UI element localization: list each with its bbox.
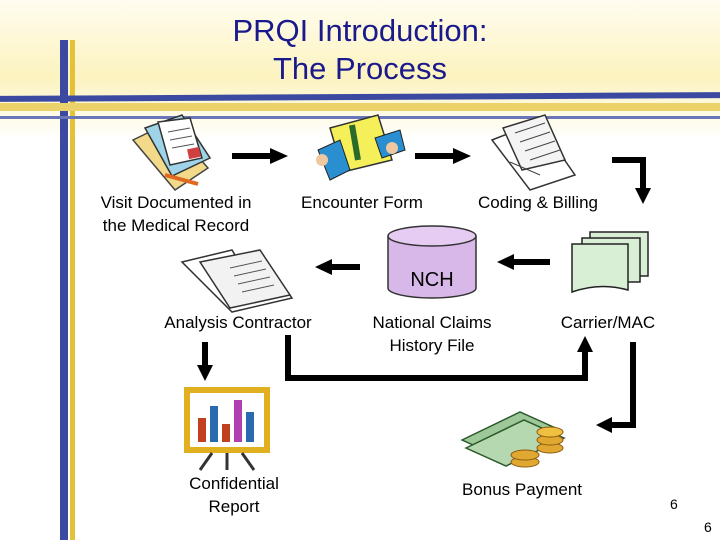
visit-label-line2: the Medical Record [102, 216, 250, 235]
coding-billing-icon [490, 114, 577, 191]
bonus-label: Bonus Payment [461, 480, 582, 499]
folder-documents-icon [180, 249, 294, 313]
report-label-line2: Report [208, 497, 260, 516]
visit-label-line1: Visit Documented in [100, 193, 252, 212]
arrow-coding-to-carrier [612, 157, 651, 204]
slide-title-line1: PRQI Introduction: [232, 13, 488, 48]
medical-record-icon [131, 114, 212, 191]
arrow-encounter-to-coding [415, 148, 471, 164]
slide-title: PRQI Introduction: The Process [0, 12, 720, 88]
report-label-line1: Confidential [189, 474, 279, 493]
carrier-label: Carrier/MAC [560, 313, 656, 332]
visit-label: Visit Documented in the Medical Record [76, 191, 276, 237]
analysis-label: Analysis Contractor [164, 313, 312, 332]
database-cylinder-icon [387, 225, 477, 299]
decor-band-blue-vertical [60, 40, 68, 540]
decor-band-gold-horizontal [0, 103, 720, 111]
arrow-report-loop-to-carrier [285, 335, 593, 381]
nch-description: National Claims History File [342, 311, 522, 357]
coding-label: Coding & Billing [477, 193, 598, 212]
arrow-nch-to-analysis [315, 259, 360, 275]
nch-description-line1: National Claims [372, 313, 492, 332]
slide-number-corner: 6 [704, 519, 712, 535]
slide-number-small: 6 [670, 496, 678, 512]
nch-description-line2: History File [389, 336, 475, 355]
arrow-visit-to-encounter [232, 148, 288, 164]
decor-band-blue-horizontal-2 [0, 116, 720, 119]
encounter-label: Encounter Form [301, 193, 423, 212]
carrier-files-icon [571, 231, 649, 294]
decor-band-gold-vertical [70, 40, 75, 540]
arrow-analysis-to-report [197, 342, 213, 381]
report-label: Confidential Report [154, 472, 314, 518]
money-coins-icon [460, 411, 566, 468]
encounter-form-icon [316, 114, 406, 181]
nch-label: NCH [410, 269, 454, 291]
presentation-chart-icon [184, 387, 270, 471]
arrow-carrier-to-bonus [596, 342, 636, 433]
slide-title-line2: The Process [272, 51, 447, 86]
arrow-carrier-to-nch [497, 254, 550, 270]
